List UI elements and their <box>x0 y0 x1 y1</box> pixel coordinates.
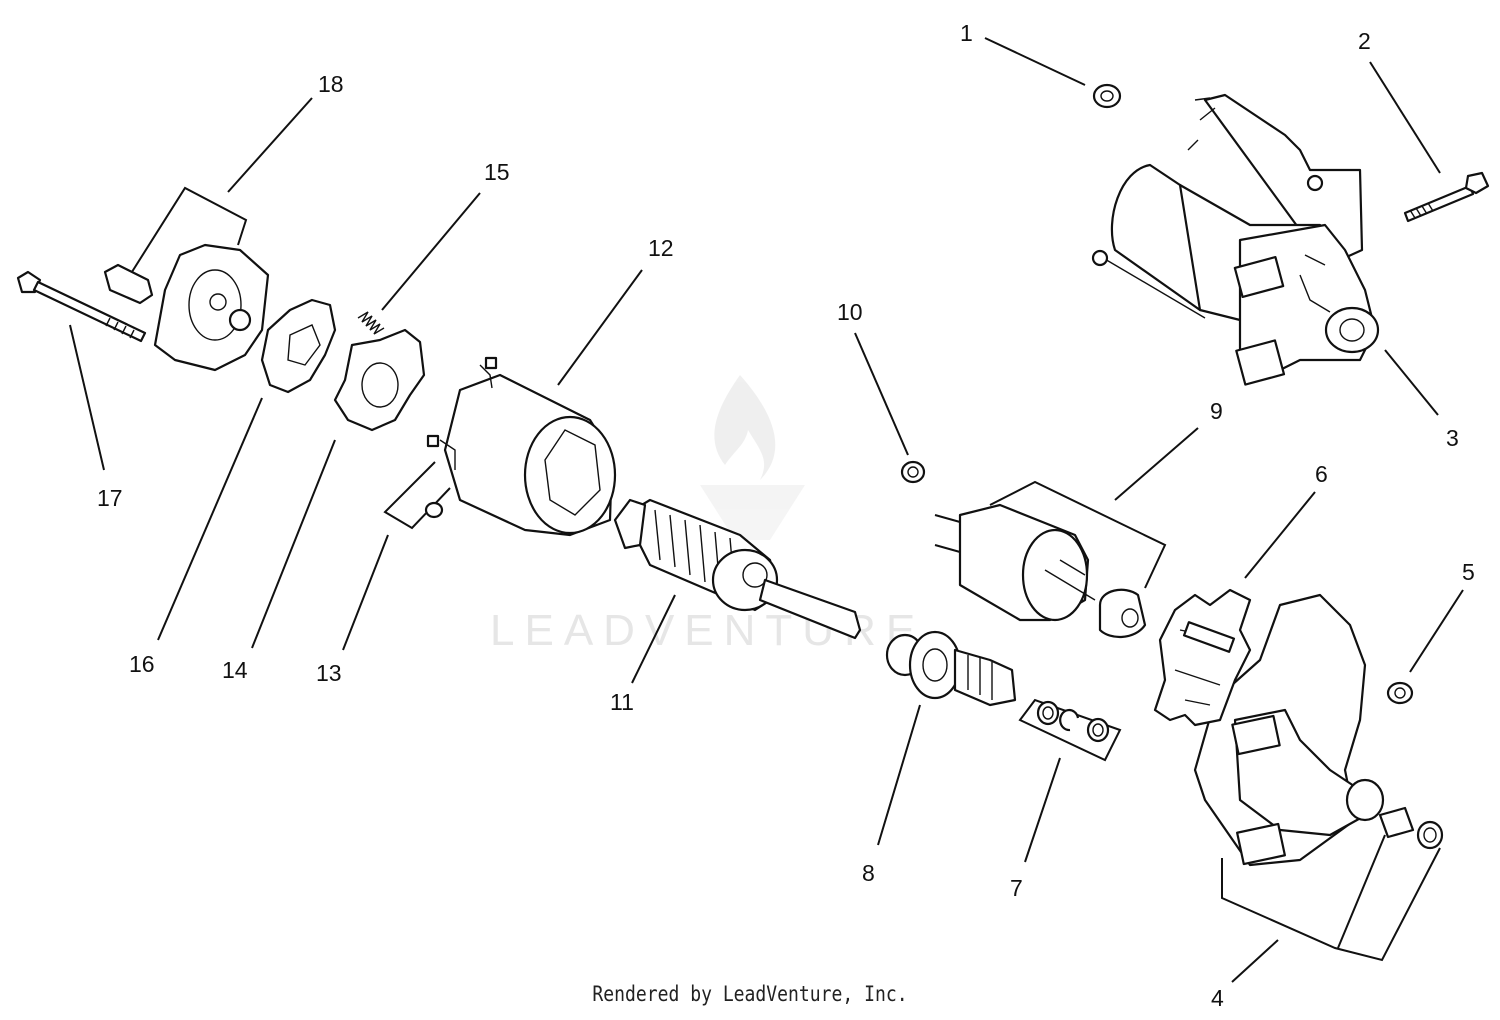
part-label-2: 2 <box>1358 28 1371 54</box>
part-label-18: 18 <box>318 71 344 97</box>
part-5-nut <box>1386 681 1414 705</box>
part-11-armature <box>613 498 862 640</box>
part-label-12: 12 <box>648 235 674 261</box>
part-label-17: 17 <box>97 485 123 511</box>
part-label-14: 14 <box>222 657 248 683</box>
part-label-5: 5 <box>1462 559 1475 585</box>
part-label-13: 13 <box>316 660 342 686</box>
part-9-solenoid <box>934 503 1147 638</box>
part-label-6: 6 <box>1315 461 1328 487</box>
part-8-pinion-clutch <box>885 630 1017 707</box>
part-number-labels: 1 2 3 4 5 6 7 8 9 10 11 12 13 14 15 16 1… <box>97 20 1475 1011</box>
part-label-7: 7 <box>1010 875 1023 901</box>
part-label-10: 10 <box>837 299 863 325</box>
part-label-11: 11 <box>610 689 634 715</box>
footer-credit: Rendered by LeadVenture, Inc. <box>592 982 908 1006</box>
part-label-1: 1 <box>960 20 973 46</box>
part-16-insulator-plate <box>260 298 337 394</box>
part-12-field-yoke <box>424 356 617 537</box>
part-label-8: 8 <box>862 860 875 886</box>
part-label-16: 16 <box>129 651 155 677</box>
part-label-9: 9 <box>1210 398 1223 424</box>
part-3-starter-assembly <box>1091 93 1380 386</box>
part-1-nut <box>1092 83 1122 109</box>
part-2-bolt <box>1403 171 1490 223</box>
part-17-through-bolt <box>16 270 147 343</box>
part-label-15: 15 <box>484 159 510 185</box>
part-label-4: 4 <box>1211 985 1224 1011</box>
part-6-shift-lever <box>1153 588 1252 727</box>
part-7-washer-set <box>1036 700 1110 743</box>
part-14-brush-holder <box>333 328 426 432</box>
part-label-3: 3 <box>1446 425 1459 451</box>
part-15-brush-spring <box>357 311 385 335</box>
watermark-logo <box>700 375 805 540</box>
part-18-end-cover <box>103 243 270 372</box>
part-10-nut <box>900 460 926 484</box>
part-4-drive-housing <box>1193 593 1444 867</box>
